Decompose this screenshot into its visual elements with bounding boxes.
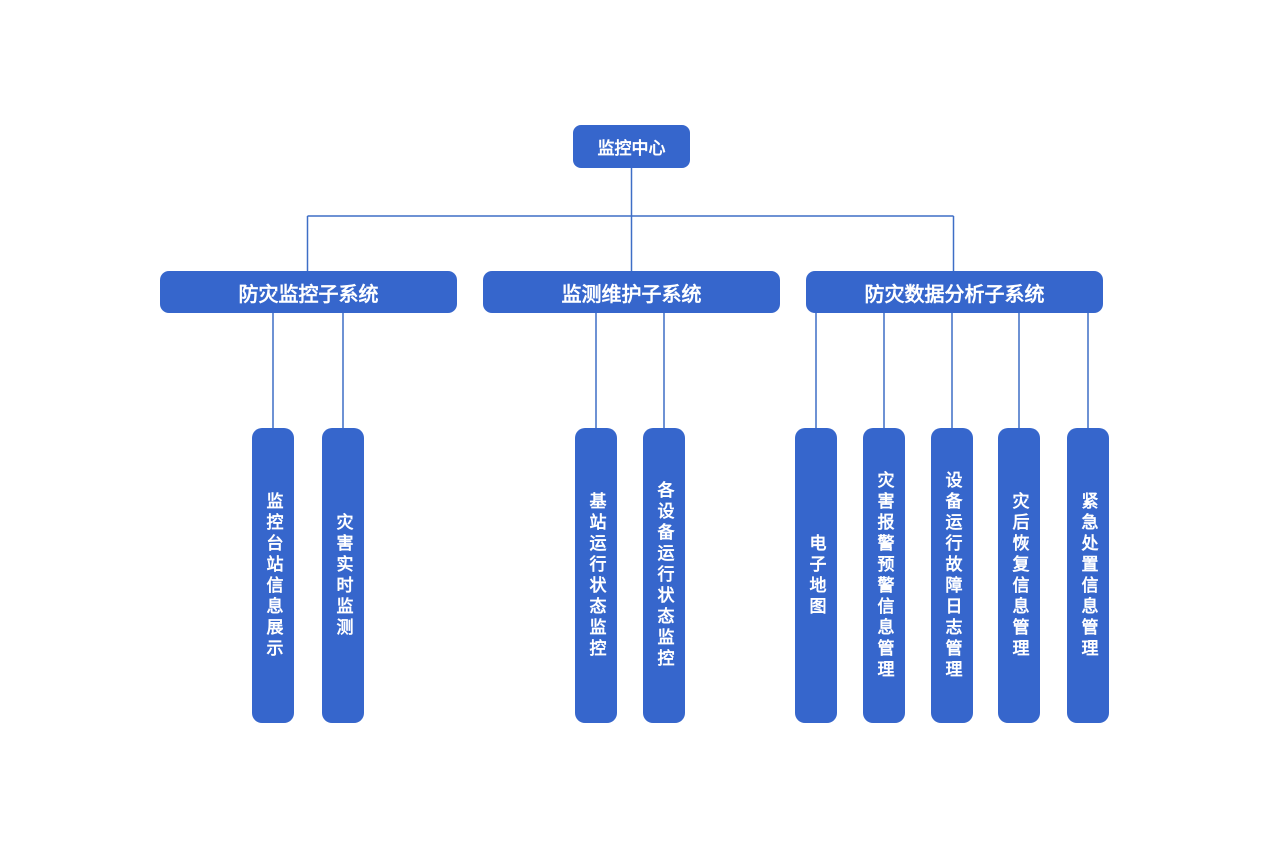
leaf-node-fault-log-management: 设备运行故障日志管理 [931, 428, 973, 723]
subsystem-label: 监测维护子系统 [561, 283, 702, 306]
leaf-node-emergency-handling-info-management: 紧急处置信息管理 [1067, 428, 1109, 723]
leaf-label: 监控台站信息展示 [263, 491, 283, 660]
subsystem-node-disaster-prevention-monitoring: 防灾监控子系统 [160, 271, 457, 313]
root-node-monitoring-center: 监控中心 [573, 125, 690, 168]
leaf-label: 基站运行状态监控 [586, 491, 606, 660]
leaf-node-alarm-warning-info-management: 灾害报警预警信息管理 [863, 428, 905, 723]
leaf-node-post-disaster-recovery-info-management: 灾后恢复信息管理 [998, 428, 1040, 723]
leaf-label: 设备运行故障日志管理 [942, 470, 962, 681]
leaf-label: 电子地图 [806, 533, 826, 618]
leaf-label: 紧急处置信息管理 [1078, 491, 1098, 660]
root-node-label: 监控中心 [597, 139, 666, 158]
subsystem-label: 防灾数据分析子系统 [864, 283, 1045, 306]
subsystem-node-disaster-data-analysis: 防灾数据分析子系统 [806, 271, 1103, 313]
subsystem-label: 防灾监控子系统 [238, 283, 379, 306]
subsystem-node-monitoring-maintenance: 监测维护子系统 [483, 271, 780, 313]
leaf-label: 各设备运行状态监控 [654, 481, 674, 670]
leaf-node-realtime-disaster-monitoring: 灾害实时监测 [322, 428, 364, 723]
leaf-node-base-station-status-monitoring: 基站运行状态监控 [575, 428, 617, 723]
leaf-node-station-info-display: 监控台站信息展示 [252, 428, 294, 723]
leaf-node-device-status-monitoring: 各设备运行状态监控 [643, 428, 685, 723]
leaf-node-electronic-map: 电子地图 [795, 428, 837, 723]
leaf-label: 灾后恢复信息管理 [1009, 491, 1029, 660]
leaf-label: 灾害实时监测 [333, 512, 353, 639]
leaf-label: 灾害报警预警信息管理 [874, 470, 894, 681]
